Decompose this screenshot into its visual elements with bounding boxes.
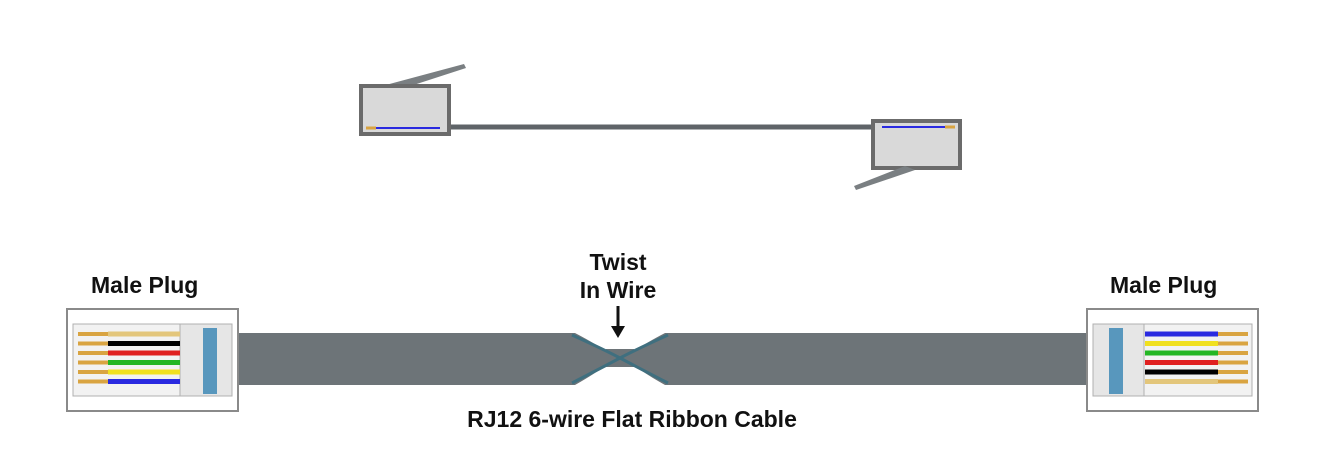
twist-edge-lower — [571, 356, 669, 385]
top-left-plug — [359, 64, 466, 136]
right-male-plug — [1086, 308, 1259, 412]
ribbon-cable-left-half — [232, 333, 610, 385]
top-right-plug — [854, 119, 962, 190]
left-plug-wires — [108, 331, 180, 384]
left-plug-latch — [203, 328, 217, 394]
left-male-plug — [66, 308, 239, 412]
left-plug-label: Male Plug — [91, 272, 199, 298]
right-plug-label: Male Plug — [1110, 272, 1218, 298]
top-right-plug-latch — [854, 166, 915, 190]
right-plug-latch — [1109, 328, 1123, 394]
ribbon-cable — [232, 306, 1092, 385]
left-plug-contacts — [78, 332, 110, 384]
ribbon-cable-right-half — [630, 333, 1092, 385]
top-cable-illustration — [359, 64, 962, 190]
top-right-plug-body — [871, 119, 962, 170]
cable-caption: RJ12 6-wire Flat Ribbon Cable — [467, 406, 797, 432]
top-left-plug-body — [359, 84, 451, 136]
right-plug-contacts — [1216, 332, 1248, 384]
right-plug-wires — [1145, 331, 1218, 384]
twist-arrow-head — [611, 326, 625, 338]
twist-label-line1: Twist — [589, 249, 647, 275]
twist-label-line2: In Wire — [579, 277, 657, 303]
